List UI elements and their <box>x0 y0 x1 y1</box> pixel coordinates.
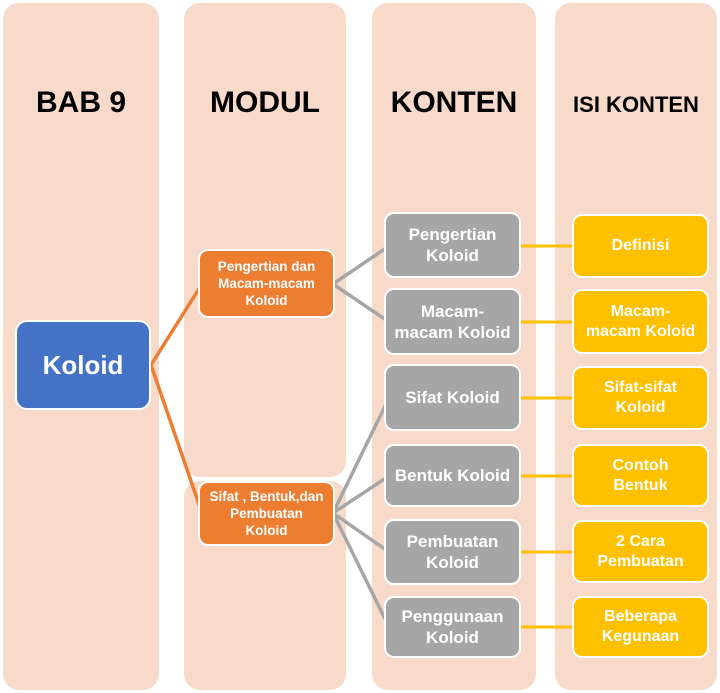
connector-modul1-to-konten2 <box>331 397 391 514</box>
node-konten-macam-macam-koloid: Macam- macam Koloid <box>384 288 521 355</box>
node-isi-macam-macam-koloid: Macam- macam Koloid <box>572 289 709 354</box>
column-modul-top <box>184 3 346 477</box>
connector-modul0-to-konten1 <box>332 282 390 324</box>
node-konten-bentuk-koloid: Bentuk Koloid <box>384 444 521 507</box>
node-konten-sifat-koloid: Sifat Koloid <box>384 364 521 431</box>
connector-modul1-to-konten5 <box>331 512 391 628</box>
column-header-isi-konten: ISI KONTEN <box>573 92 699 117</box>
node-isi-sifat-sifat-koloid: Sifat-sifat Koloid <box>572 366 709 430</box>
connector-modul1-to-konten4 <box>331 511 391 554</box>
node-modul-sifat-bentuk-pembuatan: Sifat , Bentuk,dan Pembuatan Koloid <box>198 481 335 546</box>
node-konten-pembuatan-koloid: Pembuatan Koloid <box>384 519 521 585</box>
node-modul-pengertian-macam: Pengertian dan Macam-macam Koloid <box>198 249 335 318</box>
node-konten-pengertian-koloid: Pengertian Koloid <box>384 212 521 278</box>
column-header-konten: KONTEN <box>390 86 518 119</box>
node-koloid: Koloid <box>15 320 151 410</box>
node-konten-penggunaan-koloid: Penggunaan Koloid <box>384 596 521 658</box>
connector-modul0-to-konten0 <box>332 244 390 286</box>
node-isi-definisi: Definisi <box>572 214 709 278</box>
connector-root-to-modul-0 <box>149 283 204 366</box>
node-isi-contoh-bentuk: Contoh Bentuk <box>572 444 709 507</box>
node-isi-beberapa-kegunaan: Beberapa Kegunaan <box>572 596 709 658</box>
column-header-bab9: BAB 9 <box>35 86 126 119</box>
column-header-modul: MODUL <box>210 86 320 119</box>
connector-modul1-to-konten3 <box>332 474 390 515</box>
connector-root-to-modul-1 <box>149 364 204 514</box>
node-isi-2-cara-pembuatan: 2 Cara Pembuatan <box>572 520 709 583</box>
